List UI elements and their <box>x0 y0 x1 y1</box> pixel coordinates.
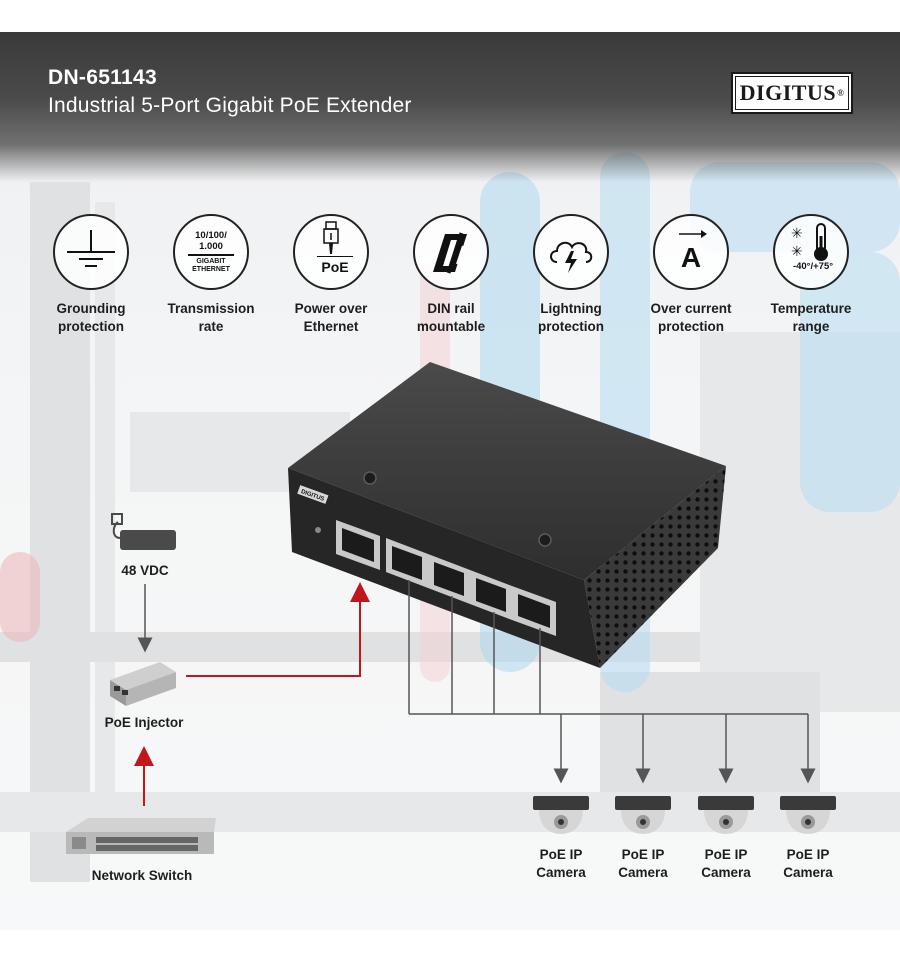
poe-injector-icon <box>110 662 176 706</box>
svg-text:✳: ✳ <box>791 226 803 242</box>
device-side-vents <box>584 466 726 668</box>
injector-label: PoE Injector <box>104 715 184 730</box>
ethernet-port <box>336 520 380 570</box>
over-current-icon: A <box>653 214 729 290</box>
device-brand-plate <box>297 485 329 504</box>
device-screw <box>363 471 377 485</box>
ip-camera-icon <box>780 796 836 834</box>
top-margin <box>0 0 900 32</box>
feature-transmission-rate: 10/100/ 1.000 GIGABIT ETHERNET Transmiss… <box>146 214 276 336</box>
lightning-cloud-icon <box>533 214 609 290</box>
bottom-margin <box>0 930 900 962</box>
grounding-icon <box>53 214 129 290</box>
ip-camera-icon <box>615 796 671 834</box>
power-adapter-icon <box>111 513 176 550</box>
brand-logo: DIGITUS® <box>731 72 853 114</box>
poe-plug-icon: PoE <box>293 214 369 290</box>
arrow-injector-to-device <box>186 582 370 677</box>
poe-extender-device: DIGITUS <box>288 362 726 668</box>
device-screw <box>538 533 552 547</box>
output-wiring <box>408 580 816 784</box>
ethernet-port <box>428 554 470 604</box>
brand-name: DIGITUS <box>739 80 837 105</box>
transmission-rate-icon: 10/100/ 1.000 GIGABIT ETHERNET <box>173 214 249 290</box>
power-label: 48 VDC <box>121 563 169 578</box>
ethernet-port <box>470 570 512 620</box>
ethernet-port <box>512 586 556 636</box>
device-top <box>288 362 726 580</box>
ip-camera-icon <box>698 796 754 834</box>
svg-text:✳: ✳ <box>791 244 803 260</box>
model-number: DN-651143 <box>48 66 157 89</box>
din-rail-icon <box>413 214 489 290</box>
switch-label: Network Switch <box>91 868 193 883</box>
product-subtitle: Industrial 5-Port Gigabit PoE Extender <box>48 94 412 117</box>
ethernet-port <box>386 538 428 588</box>
network-switch-icon <box>66 818 216 854</box>
registered-mark: ® <box>837 88 845 98</box>
ip-camera-icon <box>533 796 589 834</box>
thermometer-icon: ✳ ✳ -40°/+75° <box>773 214 849 290</box>
device-led <box>315 527 321 533</box>
